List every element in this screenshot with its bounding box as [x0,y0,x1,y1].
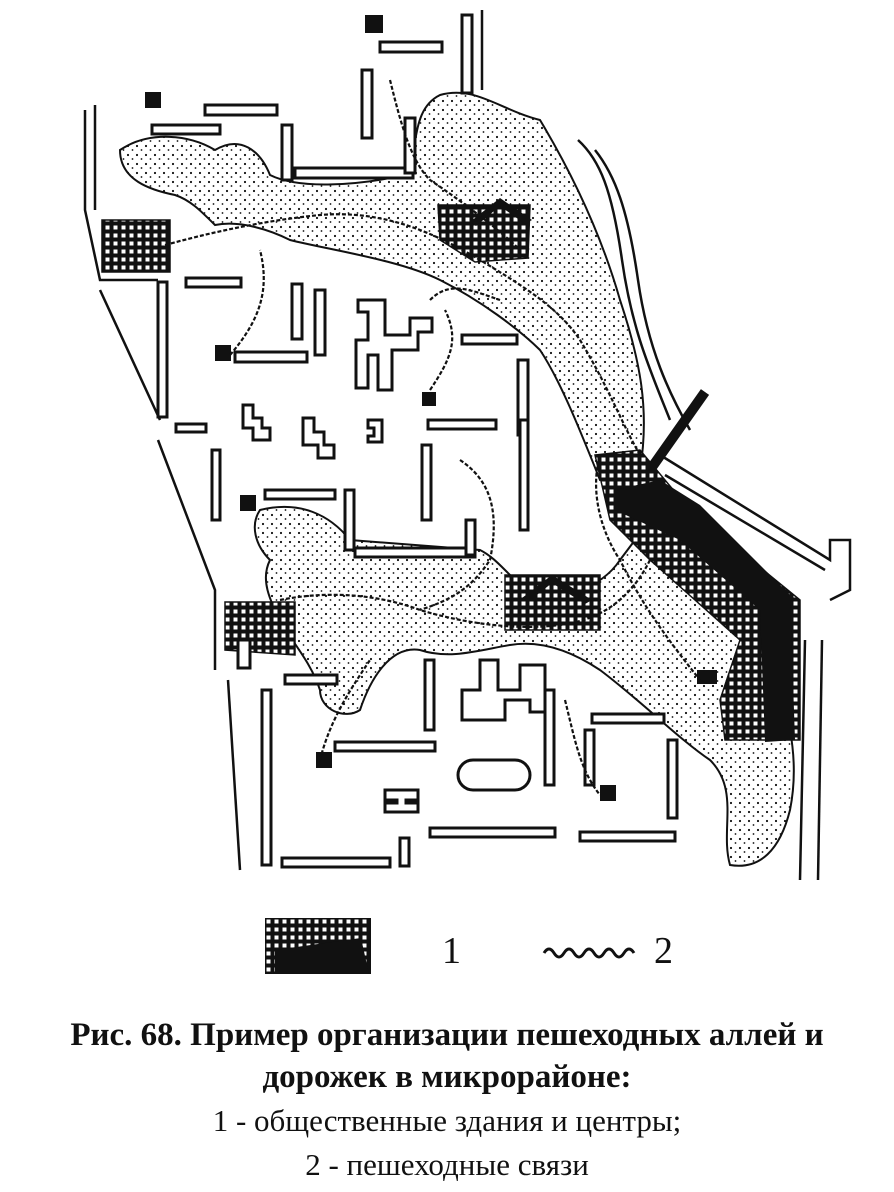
complex-buildings [236,298,547,814]
eastern-main-road [577,139,672,421]
shopping-center-block [615,480,795,742]
residential-building [203,103,279,117]
residential-building [543,688,556,787]
residential-building [583,728,596,787]
western-boundary-road [98,289,162,421]
school-marker [365,15,383,33]
residential-building [428,826,557,839]
western-boundary-road [226,679,242,871]
eastern-main-road [816,639,824,881]
residential-building [290,282,304,341]
pedestrian-link [229,249,265,356]
residential-building [398,836,411,868]
stadium [456,758,532,792]
pedestrian-link [279,559,651,628]
h-building [301,416,336,460]
public-building [437,204,531,263]
caption-legend-item-1: 1 - общественные здания и центры; [212,1103,682,1138]
residential-buildings [150,13,679,869]
pedestrian-link [419,459,495,612]
kindergarten-marker [240,495,256,511]
legend-symbol-pedestrian-links [542,947,636,959]
western-boundary-road [83,110,158,282]
h-building [241,403,272,442]
green-zone-north [118,91,645,482]
residential-building [280,123,294,182]
small-building [383,788,420,814]
legend-label-pedestrian-links: 2 [654,930,673,972]
residential-building [293,166,415,180]
residential-building [423,658,436,732]
residential-building [343,488,356,552]
figure-caption-title: Рис. 68. Пример организации пешеходных а… [70,1017,824,1053]
residential-building [360,68,374,140]
residential-building [460,333,519,346]
roads [83,10,852,881]
public-building [504,574,601,631]
residential-building [464,518,477,557]
small-building [366,418,384,444]
residential-building [150,123,222,136]
residential-building [233,350,309,364]
roof-symbol [470,198,532,226]
eastern-main-road [664,473,826,572]
residential-building [426,418,498,431]
residential-building [353,546,477,559]
roof-symbol [522,575,592,604]
residential-building [283,673,339,686]
pedestrian-link [429,287,501,302]
residential-building [578,830,677,843]
school-building [460,658,547,722]
eastern-main-road [594,149,692,431]
pedestrian-link [164,213,641,456]
school-building [354,298,434,392]
small-building [236,638,252,670]
pedestrian-link [594,454,701,681]
residential-building [590,712,666,725]
residential-building [156,280,169,419]
school-marker [145,92,161,108]
pedestrian-link [318,659,371,761]
legend-label-public-buildings: 1 [442,930,461,972]
kindergarten-marker [316,752,332,768]
residential-building [666,738,679,820]
public-building-cores [145,15,795,801]
pedestrian-link [563,699,601,796]
access-road [645,389,710,473]
kindergarten-marker [422,392,436,406]
public-building [224,601,296,656]
public-building [101,219,171,273]
figure-caption-title-cont: дорожек в микрорайоне: [262,1059,632,1095]
microdistrict-plan [83,10,852,881]
caption-legend-item-2: 2 - пешеходные связи [305,1147,589,1182]
residential-building [378,40,444,54]
pedestrian-link [429,309,454,391]
residential-building [174,422,208,434]
kindergarten-marker [600,785,616,801]
pedestrian-links [164,79,701,796]
residential-building [333,740,437,753]
residential-building [263,488,337,501]
residential-building [184,276,243,289]
legend-symbol-public-buildings [265,918,371,974]
residential-building [420,443,433,522]
western-boundary-road [156,439,217,670]
eastern-main-road [659,453,852,602]
residential-building [460,13,474,95]
residential-building [313,288,327,357]
residential-building [280,856,392,869]
residential-building [518,418,530,532]
kindergarten-marker [215,345,231,361]
residential-building [260,688,273,867]
kindergarten-marker [697,670,717,684]
residential-building [210,448,222,522]
pedestrian-link [388,79,521,251]
eastern-main-road [798,639,807,881]
